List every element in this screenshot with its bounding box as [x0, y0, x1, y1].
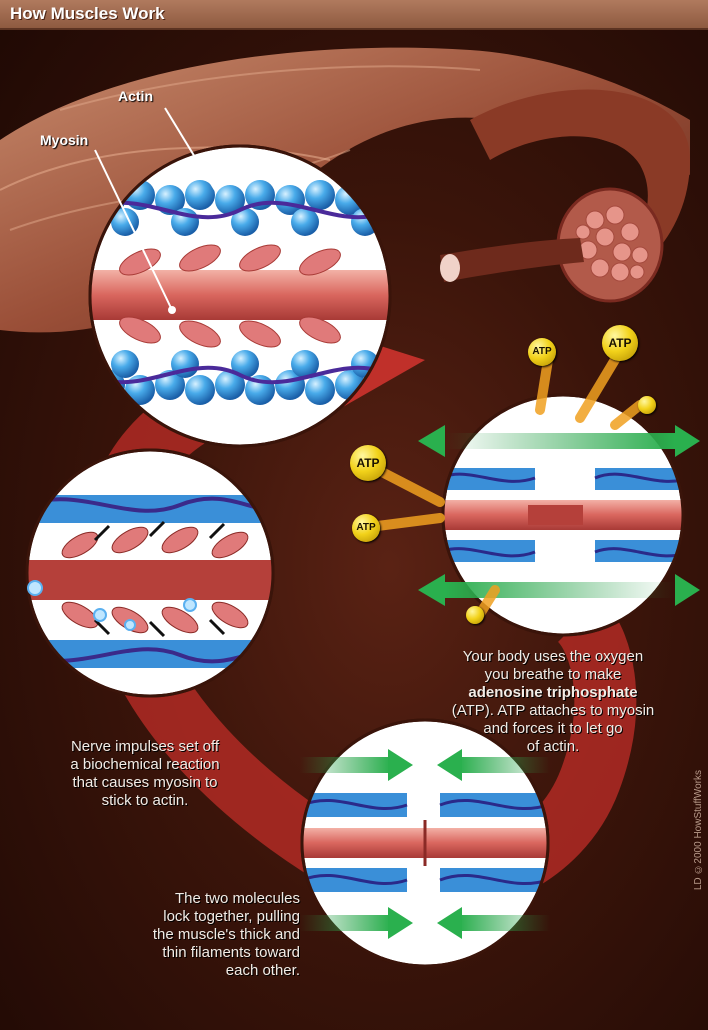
caption-line: of actin.: [418, 738, 688, 756]
zoom-circle-atp: [370, 348, 700, 635]
caption-line: that causes myosin to: [20, 774, 270, 792]
atp-caption: Your body uses the oxygen you breathe to…: [418, 648, 688, 756]
caption-line: the muscle's thick and: [20, 926, 300, 944]
caption-line: Your body uses the oxygen: [418, 648, 688, 666]
caption-line: Nerve impulses set off: [20, 738, 270, 756]
nerve-caption: Nerve impulses set off a biochemical rea…: [20, 738, 270, 810]
atp-molecule: [466, 606, 484, 624]
caption-line: thin filaments toward: [20, 944, 300, 962]
caption-line: and forces it to let go: [418, 720, 688, 738]
caption-line: stick to actin.: [20, 792, 270, 810]
lock-caption: The two molecules lock together, pulling…: [20, 890, 300, 980]
caption-line-bold: adenosine triphosphate: [418, 684, 688, 702]
atp-molecule: ATP: [528, 338, 556, 366]
caption-line: each other.: [20, 962, 300, 980]
zoom-circle-nerve-impulse: [27, 450, 277, 696]
caption-line: you breathe to make: [418, 666, 688, 684]
atp-molecule: [638, 396, 656, 414]
copyright-credit: LD ©2000 HowStuffWorks: [693, 770, 704, 890]
atp-molecule: ATP: [350, 445, 386, 481]
atp-molecule: ATP: [602, 325, 638, 361]
myosin-label: Myosin: [40, 132, 88, 148]
caption-line: a biochemical reaction: [20, 756, 270, 774]
actin-label: Actin: [118, 88, 153, 104]
zoom-circle-contracted: [300, 720, 550, 966]
caption-line: (ATP). ATP attaches to myosin: [418, 702, 688, 720]
atp-molecule: ATP: [352, 514, 380, 542]
caption-line: lock together, pulling: [20, 908, 300, 926]
caption-line: The two molecules: [20, 890, 300, 908]
